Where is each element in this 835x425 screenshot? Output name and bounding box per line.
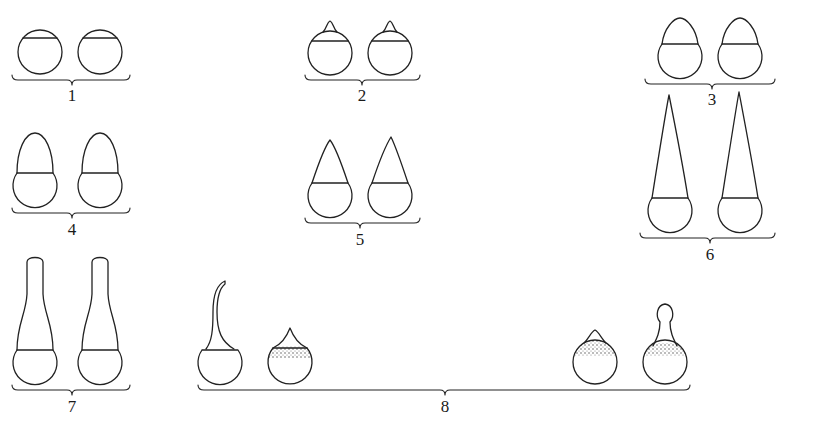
figure-number: 6 bbox=[706, 246, 715, 264]
figure-number: 3 bbox=[708, 91, 717, 109]
figure-number: 8 bbox=[441, 398, 450, 416]
figure-number: 7 bbox=[68, 398, 77, 416]
spore-figure bbox=[308, 21, 412, 75]
spore-figure bbox=[658, 18, 762, 79]
group-bracket bbox=[12, 75, 775, 395]
figure-number: 5 bbox=[356, 231, 365, 249]
spore-figure bbox=[308, 137, 412, 218]
spore-figure bbox=[18, 30, 122, 74]
spore-figure bbox=[13, 258, 122, 385]
spore-figure bbox=[198, 281, 687, 385]
spore-figure bbox=[648, 92, 762, 233]
figure-number: 1 bbox=[68, 87, 77, 105]
spore-figure bbox=[13, 133, 122, 208]
figure-number: 2 bbox=[358, 87, 367, 105]
figure-number: 4 bbox=[68, 221, 77, 239]
